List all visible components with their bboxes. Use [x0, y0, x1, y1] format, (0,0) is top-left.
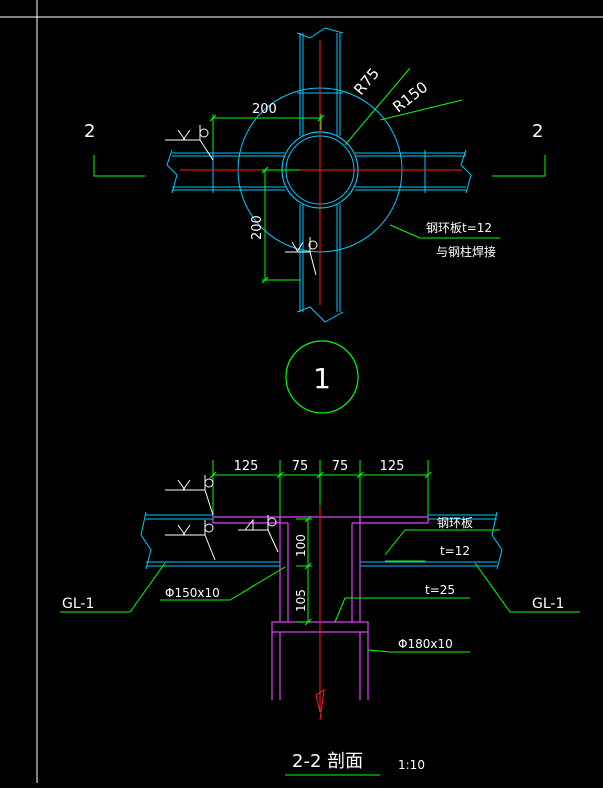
plan-dim-horizontal-label: 200: [252, 102, 277, 117]
beam-right-plan: [355, 149, 472, 194]
section-mark-left-label: 2: [84, 121, 95, 142]
section-dim-vertical: [296, 515, 312, 626]
beam-top-plan: [296, 27, 344, 136]
plan-dim-vertical: [261, 166, 300, 284]
plan-dim-vertical-label: 200: [250, 215, 265, 240]
radius-inner-label: R75: [350, 64, 383, 98]
weld-symbol-plan-top: [165, 125, 214, 161]
label-t25: t=25: [425, 583, 455, 597]
label-pipe-large: Φ180x10: [398, 637, 453, 651]
detail-number-circle: [285, 340, 359, 414]
weld-symbol-section-3: [238, 515, 279, 553]
section-leaders: [60, 529, 580, 653]
plan-dim-horizontal: [209, 114, 325, 150]
label-beam-left: GL-1: [62, 596, 94, 612]
weld-symbol-section-1: [165, 475, 214, 516]
section-break-mark: [315, 689, 325, 721]
plan-view: 200 200 R75 R150 钢环板t=12 与钢柱焊接: [84, 27, 546, 414]
section-scale: 1:10: [398, 758, 425, 772]
radius-leaders: [344, 67, 463, 146]
weld-symbol-plan-bottom: [285, 237, 318, 276]
note-line2: 与钢柱焊接: [436, 244, 496, 259]
section-dim-lower: 105: [294, 589, 308, 612]
label-pipe-small: Φ150x10: [165, 586, 220, 600]
section-mark-right: [492, 155, 546, 177]
section-pipe-large: [271, 632, 369, 700]
detail-number: 1: [313, 362, 331, 395]
section-mark-left: [93, 155, 145, 177]
section-beam-left: [140, 511, 280, 570]
beam-left-plan: [166, 149, 285, 194]
section-dim-1: 125: [234, 459, 259, 474]
note-leader: [389, 224, 500, 239]
beam-bottom-plan: [296, 204, 344, 323]
label-beam-right: GL-1: [532, 596, 564, 612]
note-line1: 钢环板t=12: [426, 221, 492, 235]
radius-outer-label: R150: [389, 78, 431, 116]
section-dim-4: 125: [380, 459, 405, 474]
label-ring-plate: 钢环板: [437, 516, 473, 530]
weld-symbol-section-2: [165, 520, 216, 561]
section-dim-2: 75: [292, 459, 309, 474]
section-title: 2-2 剖面: [292, 751, 363, 772]
section-beam-right: [360, 511, 503, 570]
section-dim-chain: [209, 460, 432, 518]
section-view: 125 75 75 125: [60, 459, 580, 776]
section-dim-3: 75: [332, 459, 349, 474]
section-mark-right-label: 2: [532, 121, 543, 142]
label-t12: t=12: [440, 544, 470, 558]
plan-centerlines: [180, 40, 462, 305]
section-dim-upper: 100: [294, 534, 308, 557]
